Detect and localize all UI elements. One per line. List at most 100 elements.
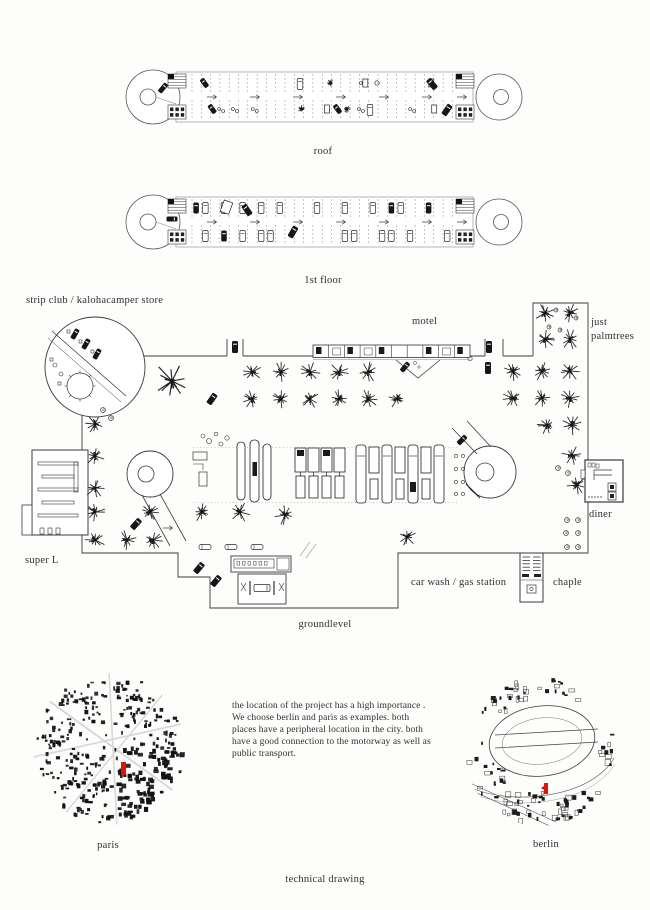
label-roof: roof: [313, 146, 333, 157]
car-icon: [206, 392, 218, 406]
palm-tree-icon: [563, 329, 577, 350]
car-icon: [250, 544, 264, 550]
car-icon: [341, 202, 348, 214]
car-icon: [425, 202, 432, 214]
ramp-circle: [475, 73, 523, 121]
groundlevel-plan: [21, 302, 624, 609]
palm-tree-icon: [562, 416, 582, 436]
car-icon: [193, 202, 199, 214]
car-icon: [207, 104, 217, 114]
camper-icon: [368, 446, 380, 500]
car-icon: [198, 544, 212, 550]
palm-tree-icon: [84, 533, 105, 546]
palm-tree-icon: [563, 303, 579, 323]
palm-tree-icon: [142, 504, 159, 520]
palm-tree-icon: [561, 390, 580, 408]
car-icon: [267, 230, 274, 242]
bush-icon: [565, 470, 571, 476]
camper-icon: [381, 444, 393, 504]
palm-tree-icon: [272, 361, 289, 382]
car-icon: [351, 230, 358, 242]
car-icon: [92, 348, 102, 360]
palm-tree-icon: [272, 390, 288, 409]
palm-tree-icon: [195, 503, 209, 522]
car-icon: [406, 230, 414, 242]
bush-icon: [553, 307, 559, 313]
camper-icon: [394, 446, 406, 500]
car-icon: [70, 328, 80, 340]
label-motel: motel: [412, 316, 438, 327]
label-strip-club: strip club / kalohacamper store: [26, 295, 164, 306]
car-icon: [333, 104, 342, 114]
car-icon: [224, 544, 238, 550]
palm-tree-icon: [326, 79, 333, 87]
car-icon: [296, 78, 304, 90]
label-super-l: super L: [25, 555, 59, 566]
palm-tree-icon: [536, 419, 553, 435]
car-icon: [253, 584, 271, 592]
car-icon: [379, 230, 386, 242]
bush-icon: [575, 544, 581, 550]
bush-icon: [555, 465, 561, 471]
car-icon: [241, 203, 253, 217]
location-description: the location of the project has a high i…: [232, 701, 431, 759]
palm-tree-icon: [534, 390, 551, 407]
palm-tree-icon: [388, 393, 404, 408]
car-icon: [258, 202, 265, 214]
stair-core: [455, 73, 475, 89]
diner-building: [580, 459, 624, 503]
label-diner: diner: [589, 509, 612, 520]
paris-map: [33, 673, 185, 825]
palm-tree-icon: [560, 364, 580, 380]
bush-icon: [108, 415, 114, 421]
palm-tree-icon: [359, 361, 376, 382]
bush-icon: [575, 530, 581, 536]
bush-icon: [573, 315, 579, 321]
car-icon: [287, 225, 299, 239]
ramp-circle: [475, 198, 523, 246]
label-just-palmtrees: just palmtrees: [591, 317, 635, 342]
car-icon: [388, 202, 395, 214]
car-icon: [232, 341, 238, 353]
camper-icon: [433, 444, 445, 504]
car-icon: [193, 562, 205, 574]
label-chapel: chaple: [553, 577, 582, 588]
car-icon: [486, 341, 492, 353]
spiral-ramp: [451, 420, 517, 499]
car-icon: [485, 362, 491, 374]
palm-tree-icon: [504, 363, 521, 381]
car-icon: [400, 361, 410, 373]
palm-tree-icon: [87, 504, 106, 522]
spiral-ramp: [126, 450, 187, 547]
bush-icon: [575, 517, 581, 523]
car-icon: [202, 202, 209, 214]
car-icon: [200, 78, 209, 88]
camper-icon: [320, 447, 333, 499]
palm-tree-icon: [86, 480, 105, 498]
label-first-floor: 1st floor: [304, 275, 342, 286]
berlin-site-marker-icon: [541, 783, 548, 794]
label-car-wash: car wash / gas station: [411, 577, 507, 588]
palm-tree-icon: [274, 505, 292, 525]
bush-icon: [546, 324, 552, 330]
palm-tree-icon: [361, 389, 378, 408]
car-icon: [166, 216, 178, 222]
car-icon: [258, 230, 265, 242]
car-icon: [81, 338, 91, 350]
elevator-core: [167, 229, 187, 245]
palm-tree-icon: [400, 531, 416, 546]
car-icon: [441, 103, 453, 117]
kiosk: [192, 431, 230, 487]
elevator-core: [455, 229, 475, 245]
palm-tree-icon: [330, 364, 349, 380]
palm-tree-icon: [344, 106, 351, 113]
stair-core: [167, 73, 187, 89]
berlin-map: [465, 678, 616, 826]
car-icon: [456, 434, 468, 446]
label-groundlevel: groundlevel: [298, 619, 352, 630]
roof-plan: [125, 69, 523, 125]
ramp-circle: [125, 69, 181, 125]
gas-station-building: [198, 541, 317, 605]
car-icon: [239, 230, 246, 242]
